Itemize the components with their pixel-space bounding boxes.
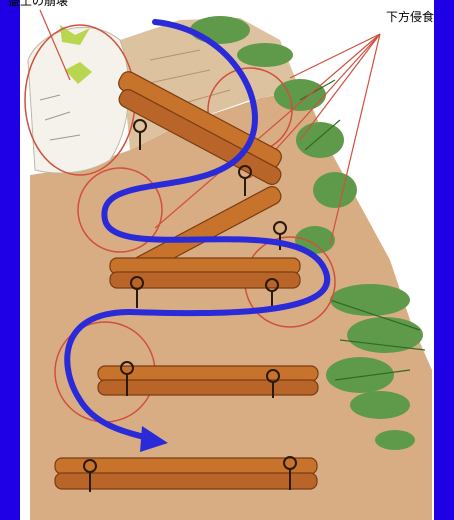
log-barrier-3 — [98, 366, 318, 395]
label-top-left: 盛土の崩壊 — [8, 0, 68, 8]
label-downward-erosion: 下方侵食 — [386, 10, 434, 24]
collapsed-bank — [28, 27, 129, 173]
